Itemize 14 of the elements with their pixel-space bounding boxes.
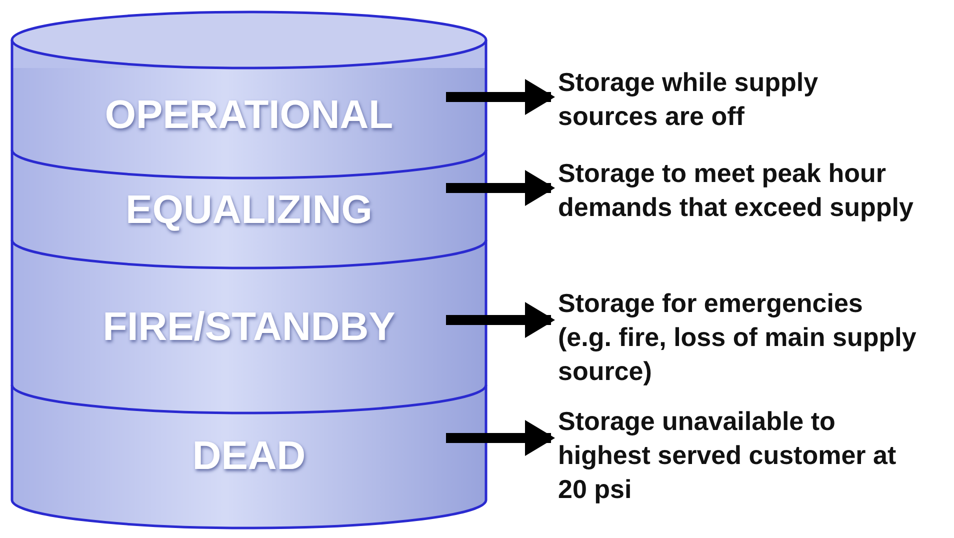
- description-text: Storage for emergencies (e.g. fire, loss of main supply source): [558, 286, 918, 388]
- description-text: Storage unavailable to highest served customer at 20 psi: [558, 404, 918, 506]
- arrow: [446, 170, 555, 206]
- layer-label: EQUALIZING: [126, 188, 372, 232]
- layer-label: OPERATIONAL: [104, 92, 394, 138]
- description-text: Storage while supply sources are off: [558, 65, 918, 133]
- layer-label: FIRE/STANDBY: [102, 305, 396, 350]
- layer-label: DEAD: [192, 434, 306, 479]
- description-text: Storage to meet peak hour demands that exceed supply: [558, 156, 918, 224]
- arrow: [446, 302, 555, 338]
- arrow: [446, 79, 555, 115]
- arrow: [446, 420, 555, 456]
- tank-layer: [12, 385, 486, 528]
- tank-layer: [12, 68, 486, 150]
